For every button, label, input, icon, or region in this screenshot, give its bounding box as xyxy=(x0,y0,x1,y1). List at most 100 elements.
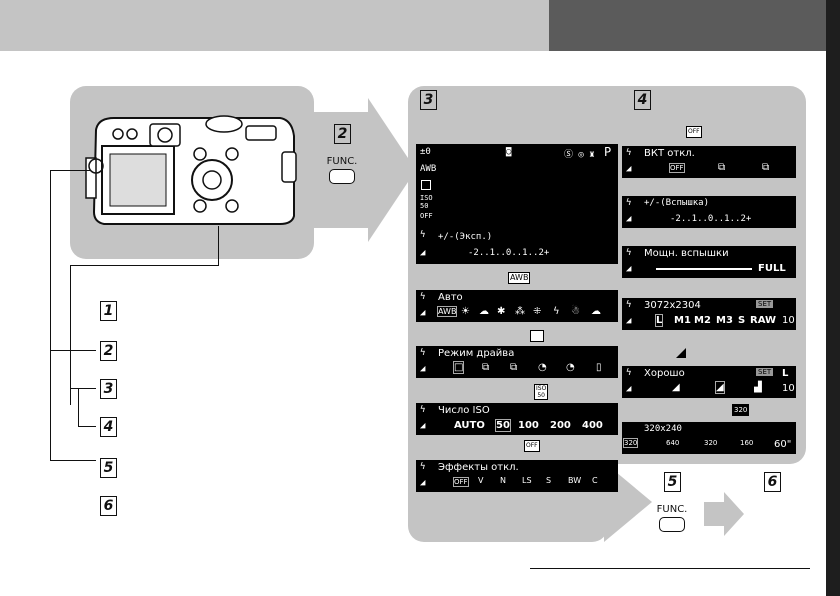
bkt-option-off[interactable]: OFF xyxy=(669,163,685,173)
ev-value: ±0 xyxy=(420,147,431,157)
quality-option-normal[interactable]: ▟ xyxy=(754,382,762,393)
size-option-m3[interactable]: M3 xyxy=(716,315,733,326)
iso-option-auto[interactable]: AUTO xyxy=(454,420,485,431)
flash-icon: ϟ xyxy=(420,405,426,415)
flash-icon: ϟ xyxy=(420,462,426,472)
movie-option-320[interactable]: 320 xyxy=(622,438,639,448)
bracket-v-func xyxy=(218,226,219,266)
flash-icon: ϟ xyxy=(626,248,632,258)
drive-option-3[interactable]: ◔ xyxy=(538,362,547,373)
quality-size-l: L xyxy=(782,368,789,379)
flash-power-slider[interactable] xyxy=(656,268,752,270)
bkt-option-focus[interactable]: ⧉ xyxy=(762,162,770,173)
effects-option-ls[interactable]: LS xyxy=(522,476,532,485)
wb-option-1[interactable]: ☀ xyxy=(461,306,470,317)
header-bar-right xyxy=(549,0,826,51)
wb-option-7[interactable]: ☃ xyxy=(571,306,580,317)
wb-option-6[interactable]: ϟ xyxy=(553,306,560,317)
wb-header-icon: AWB xyxy=(508,272,531,284)
quality-screen: ϟ ◢ Хорошо SET L ◢ ◢ ▟ 10 xyxy=(622,366,796,398)
drive-title: Режим драйва xyxy=(438,348,515,359)
effects-screen: ϟ ◢ Эффекты откл. OFF V N LS S BW C xyxy=(416,460,618,492)
quality-icon: ◢ xyxy=(626,164,632,174)
iso-icon-a: ISO xyxy=(420,194,433,202)
size-option-m2[interactable]: M2 xyxy=(694,315,711,326)
movie-header-icon: 320 xyxy=(732,404,750,416)
effects-option-c[interactable]: C xyxy=(592,476,598,485)
bracket-h-func xyxy=(70,265,219,266)
drive-option-0[interactable]: □ xyxy=(452,361,465,374)
quality-icon: ◢ xyxy=(626,264,632,274)
flash-icon: ϟ xyxy=(420,292,426,302)
main-screen: ±0 AWB ISO 50 OFF ϟ ◢ ◙ Ⓢ ◎ ♜ P +/-(Эксп… xyxy=(416,144,618,264)
bracket-v-left xyxy=(50,170,51,461)
bkt-option-ae[interactable]: ⧉ xyxy=(718,162,726,173)
bracket-h-2 xyxy=(50,350,96,351)
bracket-h-5 xyxy=(50,460,96,461)
quality-icon: ◢ xyxy=(420,248,426,258)
bracket-v-inner xyxy=(70,265,71,405)
wb-option-0[interactable]: AWB xyxy=(436,306,458,317)
drive-option-2[interactable]: ⧉ xyxy=(510,362,518,373)
func-button-top[interactable]: FUNC. xyxy=(324,156,360,184)
quality-icon: ◢ xyxy=(420,478,426,488)
iso-icon-b: 50 xyxy=(420,202,429,210)
effects-option-v[interactable]: V xyxy=(478,476,484,485)
quality-count: 10 xyxy=(782,383,795,394)
effects-option-off[interactable]: OFF xyxy=(453,477,469,487)
effects-option-s[interactable]: S xyxy=(546,476,552,485)
iso-header-b: 50 xyxy=(537,392,545,399)
iso-option-50[interactable]: 50 xyxy=(495,419,511,432)
size-option-raw[interactable]: RAW xyxy=(750,315,777,326)
step-3-header: 3 xyxy=(420,90,437,110)
size-option-s[interactable]: S xyxy=(738,315,746,326)
step-2-label-top: 2 xyxy=(334,124,351,144)
camera-illustration xyxy=(85,115,297,225)
flash-icon: ϟ xyxy=(420,348,426,358)
wb-option-2[interactable]: ☁ xyxy=(479,306,489,317)
movie-option-640[interactable]: 640 xyxy=(666,439,680,447)
size-screen: ϟ ◢ 3072x2304 SET L M1 M2 M3 S RAW 10 xyxy=(622,298,796,330)
effect-off-icon: OFF xyxy=(420,212,433,220)
iso-option-400[interactable]: 400 xyxy=(582,420,603,431)
movie-option-320-b[interactable]: 320 xyxy=(704,439,718,447)
wb-option-4[interactable]: ⁂ xyxy=(515,306,525,317)
quality-icon: ◢ xyxy=(420,364,426,374)
flash-icon: ϟ xyxy=(420,230,426,240)
quality-option-fine[interactable]: ◢ xyxy=(715,381,725,394)
quality-header-icon xyxy=(676,348,686,358)
flash-icon: ϟ xyxy=(626,368,632,378)
bracket-h-4 xyxy=(78,426,96,427)
size-option-m1[interactable]: M1 xyxy=(674,315,691,326)
flash-power-screen: ϟ ◢ Мощн. вспышки FULL xyxy=(622,246,796,278)
movie-title: 320x240 xyxy=(644,424,682,434)
func-button-shape xyxy=(659,517,685,532)
iso-option-200[interactable]: 200 xyxy=(550,420,571,431)
wb-title: Авто xyxy=(438,292,463,303)
wb-option-3[interactable]: ✱ xyxy=(497,306,506,317)
quality-option-superfine[interactable]: ◢ xyxy=(672,382,680,393)
quality-title: Хорошо xyxy=(644,368,685,379)
wb-option-8[interactable]: ☁ xyxy=(591,306,601,317)
wb-screen: ϟ ◢ Авто AWB ☀ ☁ ✱ ⁂ ⁜ ϟ ☃ ☁ xyxy=(416,290,618,322)
flash-icon: ϟ xyxy=(626,300,632,310)
effects-option-bw[interactable]: BW xyxy=(568,476,582,485)
drive-option-1[interactable]: ⧉ xyxy=(482,362,490,373)
wb-option-5[interactable]: ⁜ xyxy=(533,306,542,317)
flash-power-full: FULL xyxy=(758,263,786,274)
metering-icon: ◙ xyxy=(506,147,512,157)
quality-set-badge: SET xyxy=(756,368,774,376)
page-edge-tab xyxy=(826,0,840,596)
flash-ev-scale: -2..1..0..1..2+ xyxy=(670,214,752,224)
size-set-badge: SET xyxy=(756,300,774,308)
step-arrow-6 xyxy=(704,492,744,536)
effects-option-n[interactable]: N xyxy=(500,476,506,485)
size-option-l[interactable]: L xyxy=(654,314,664,327)
drive-option-5[interactable]: ▯ xyxy=(596,362,602,373)
movie-option-160[interactable]: 160 xyxy=(740,439,754,447)
func-button-bottom[interactable]: FUNC. xyxy=(654,504,690,532)
movie-time: 60" xyxy=(774,439,792,450)
quality-icon: ◢ xyxy=(420,308,426,318)
drive-option-4[interactable]: ◔ xyxy=(566,362,575,373)
iso-option-100[interactable]: 100 xyxy=(518,420,539,431)
